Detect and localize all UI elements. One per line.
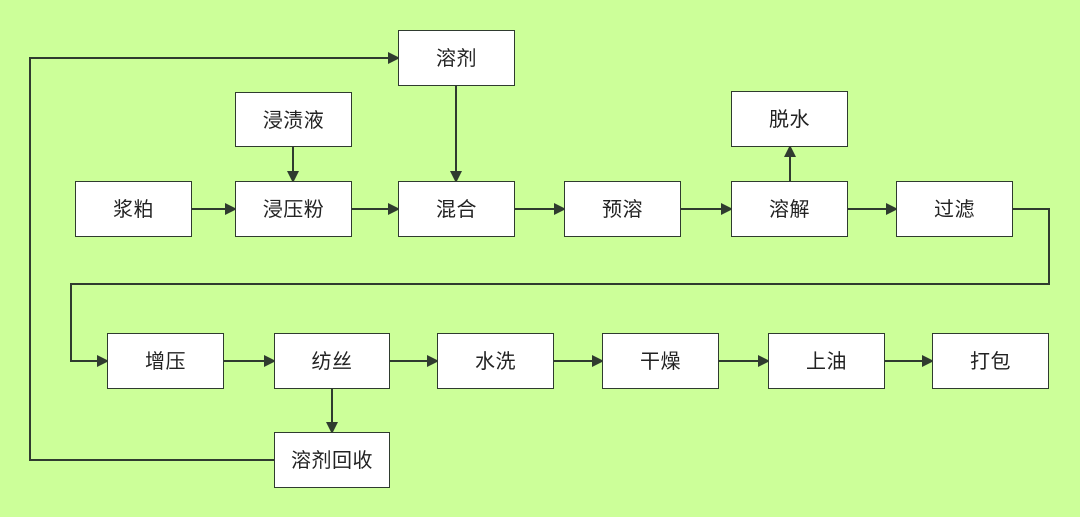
node-solvent-label: 溶剂 xyxy=(436,46,477,70)
node-water-wash: 水洗 xyxy=(437,333,554,389)
node-pressurize: 增压 xyxy=(107,333,224,389)
node-oiling: 上油 xyxy=(768,333,885,389)
node-dissolve: 溶解 xyxy=(731,181,848,237)
node-solvent-recovery: 溶剂回收 xyxy=(274,432,390,488)
node-filter-label: 过滤 xyxy=(934,197,975,221)
node-drying: 干燥 xyxy=(602,333,719,389)
node-solvent-recovery-label: 溶剂回收 xyxy=(291,448,373,472)
node-water-wash-label: 水洗 xyxy=(475,349,516,373)
node-impregnation-liquid-label: 浸渍液 xyxy=(262,107,325,132)
node-pulp: 浆粕 xyxy=(75,181,192,237)
node-pre-dissolve-label: 预溶 xyxy=(602,197,643,221)
node-dehydrate: 脱水 xyxy=(731,91,848,147)
node-impregnation-liquid: 浸渍液 xyxy=(235,92,352,147)
node-packing: 打包 xyxy=(932,333,1049,389)
node-filter: 过滤 xyxy=(896,181,1013,237)
node-solvent: 溶剂 xyxy=(398,30,515,86)
node-drying-label: 干燥 xyxy=(640,349,681,373)
edge-recovery-to-solvent xyxy=(29,52,400,461)
node-impregnate-press-crush-label: 浸压粉 xyxy=(262,197,325,221)
node-packing-label: 打包 xyxy=(970,349,1011,373)
node-dissolve-label: 溶解 xyxy=(769,197,810,221)
node-oiling-label: 上油 xyxy=(806,349,847,373)
node-pre-dissolve: 预溶 xyxy=(564,181,681,237)
node-spinning-label: 纺丝 xyxy=(311,349,353,373)
node-pulp-label: 浆粕 xyxy=(113,197,154,221)
node-mixing: 混合 xyxy=(398,181,515,237)
edge-filter-to-pressurize xyxy=(70,208,1050,367)
node-pressurize-label: 增压 xyxy=(145,349,186,373)
node-impregnate-press-crush: 浸压粉 xyxy=(235,181,352,237)
node-spinning: 纺丝 xyxy=(274,333,390,389)
node-mixing-label: 混合 xyxy=(436,197,477,221)
node-dehydrate-label: 脱水 xyxy=(769,107,810,131)
